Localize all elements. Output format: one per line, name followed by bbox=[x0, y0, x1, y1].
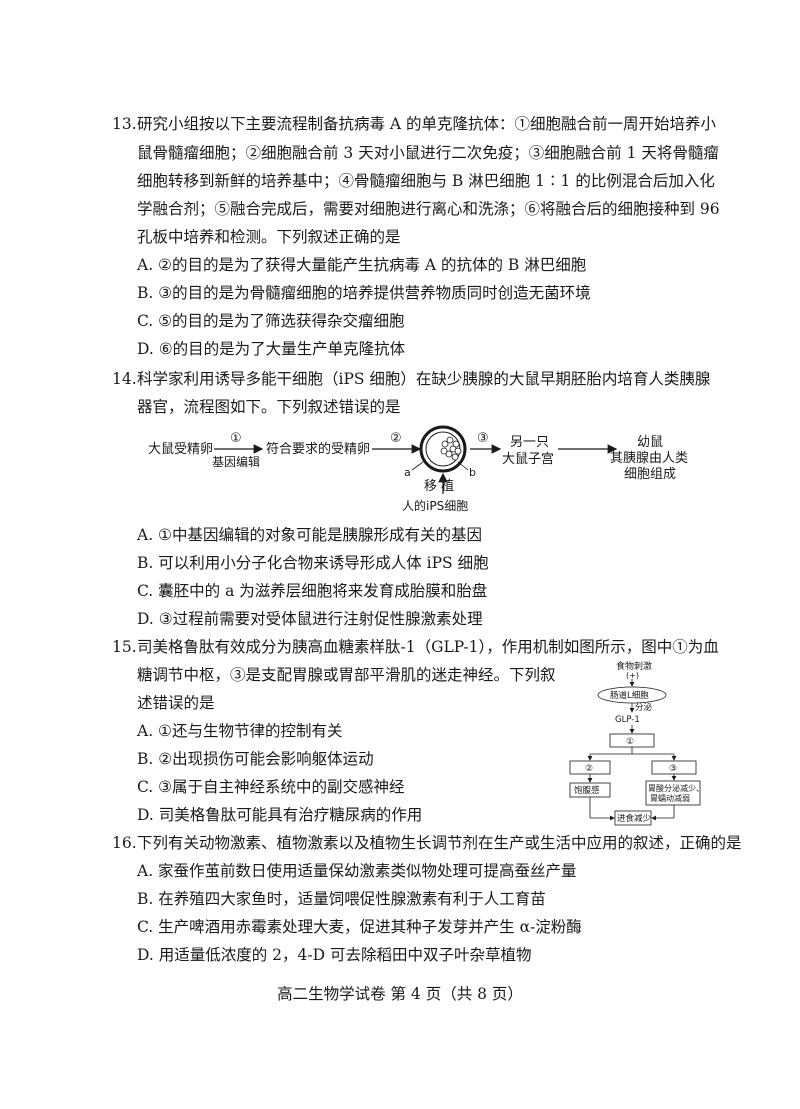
q15-stem-line-1: 15.司美格鲁肽有效成分为胰高血糖素样肽-1（GLP-1），作用机制如图所示，图… bbox=[112, 638, 719, 656]
q13-option-d: D. ⑥的目的是为了大量生产单克隆抗体 bbox=[137, 340, 406, 358]
page-footer: 高二生物学试卷 第 4 页（共 8 页） bbox=[277, 985, 523, 1003]
q14-label-b: b bbox=[469, 466, 476, 479]
q16-number: 16. bbox=[112, 834, 137, 852]
q14-option-b: B. 可以利用小分子化合物来诱导形成人体 iPS 细胞 bbox=[137, 554, 489, 572]
q15-box-intake bbox=[614, 810, 652, 826]
q15-full-label: 饱腹感 bbox=[574, 785, 600, 796]
q14-node-pup-line2: 其胰腺由人类 bbox=[610, 451, 688, 466]
q13-stem-line-1: 13.研究小组按以下主要流程制备抗病毒 A 的单克隆抗体：①细胞融合前一周开始培… bbox=[112, 115, 717, 133]
q15-option-a: A. ①还与生物节律的控制有关 bbox=[137, 722, 343, 740]
q14-step-2: ② bbox=[390, 431, 402, 446]
q13-stem-line-4: 学融合剂；⑤融合完成后，需要对细胞进行离心和洗涤；⑥将融合后的细胞接种到 96 bbox=[137, 200, 720, 218]
q16-option-c: C. 生产啤酒用赤霉素处理大麦，促进其种子发芽并产生 α-淀粉酶 bbox=[137, 918, 582, 936]
q14-node-rat-egg: 大鼠受精卵 bbox=[148, 442, 213, 457]
q14-flow-diagram: 大鼠受精卵 ① 基因编辑 符合要求的受精卵 ② a b 移 植 人的iPS细胞 … bbox=[148, 425, 688, 513]
q14-node-qualified-egg: 符合要求的受精卵 bbox=[266, 441, 370, 457]
q14-node-uterus-line1: 另一只 bbox=[510, 435, 549, 450]
q15-box-2-label: ② bbox=[585, 764, 593, 774]
q14-stem-line-2: 器官，流程图如下。下列叙述错误的是 bbox=[137, 398, 401, 416]
q14-option-c: C. 囊胚中的 a 为滋养层细胞将来发育成胎膜和胎盘 bbox=[137, 582, 488, 600]
q15-glp-label: GLP-1 bbox=[615, 715, 640, 725]
q14-stem-line-1: 14.科学家利用诱导多能干细胞（iPS 细胞）在缺少胰腺的大鼠早期胚胎内培育人类… bbox=[112, 370, 711, 388]
q15-gastric-line1: 胃酸分泌减少、 bbox=[648, 783, 704, 793]
q15-box-gastric bbox=[645, 780, 701, 806]
q15-number: 15. bbox=[112, 638, 137, 656]
q15-option-c: C. ③属于自主神经系统中的副交感神经 bbox=[137, 778, 405, 796]
q14-step-1: ① bbox=[230, 431, 242, 446]
q15-stem-line-3: 述错误的是 bbox=[137, 694, 215, 712]
q14-number: 14. bbox=[112, 370, 137, 388]
q13-stem-line-5: 孔板中培养和检测。下列叙述正确的是 bbox=[137, 228, 401, 246]
q15-option-d: D. 司美格鲁肽可能具有治疗糖尿病的作用 bbox=[137, 806, 423, 824]
q15-box-3-label: ③ bbox=[669, 764, 677, 774]
q14-node-uterus-line2: 大鼠子宫 bbox=[502, 452, 554, 467]
q14-ips-label: 人的iPS细胞 bbox=[402, 498, 468, 513]
blastocyst-icon bbox=[419, 425, 467, 473]
q14-label-a: a bbox=[404, 466, 411, 479]
q15-intake-label: 进食减少 bbox=[617, 813, 652, 824]
q15-mechanism-diagram: 食物刺激 (+) 肠道L细胞 分泌 GLP-1 ① ② ③ 饱腹感 胃酸分泌减少… bbox=[569, 660, 704, 826]
q14-transplant-label: 移 植 bbox=[424, 479, 454, 494]
q15-option-b: B. ②出现损伤可能会影响躯体运动 bbox=[137, 750, 374, 768]
q16-option-a: A. 家蚕作茧前数日使用适量保幼激素类似物处理可提高蚕丝产量 bbox=[137, 862, 577, 880]
q13-option-c: C. ⑤的目的是为了筛选获得杂交瘤细胞 bbox=[137, 312, 405, 330]
q13-option-a: A. ②的目的是为了获得大量能产生抗病毒 A 的抗体的 B 淋巴细胞 bbox=[137, 256, 587, 274]
q15-plus-label: (+) bbox=[626, 671, 639, 680]
q15-cell-label: 肠道L细胞 bbox=[610, 690, 649, 701]
q16-option-d: D. 用适量低浓度的 2，4-D 可去除稻田中双子叶杂草植物 bbox=[137, 946, 532, 964]
q16-option-b: B. 在养殖四大家鱼时，适量饲喂促性腺激素有利于人工育苗 bbox=[137, 890, 546, 908]
q14-node-pup-line3: 细胞组成 bbox=[624, 467, 676, 482]
q14-option-d: D. ③过程前需要对受体鼠进行注射促性腺激素处理 bbox=[137, 610, 483, 628]
q15-stem-line-2: 糖调节中枢，③是支配胃腺或胃部平滑肌的迷走神经。下列叙 bbox=[137, 666, 556, 684]
q15-secrete-label: 分泌 bbox=[635, 702, 653, 713]
q14-node-pup-line1: 幼鼠 bbox=[637, 435, 663, 450]
q13-stem-line-3: 细胞转移到新鲜的培养基中；④骨髓瘤细胞与 B 淋巴细胞 1∶1 的比例混合后加入… bbox=[137, 172, 715, 190]
q15-box-1-label: ① bbox=[626, 737, 634, 747]
q13-option-b: B. ③的目的是为骨髓瘤细胞的培养提供营养物质同时创造无菌环境 bbox=[137, 284, 591, 302]
q14-step-1-label: 基因编辑 bbox=[212, 454, 260, 469]
q15-stimulus-label: 食物刺激 bbox=[616, 660, 652, 672]
q13-number: 13. bbox=[112, 115, 137, 133]
q15-gastric-line2: 胃蠕动减弱 bbox=[650, 793, 690, 803]
q16-stem-line-1: 16.下列有关动物激素、植物激素以及植物生长调节剂在生产或生活中应用的叙述，正确… bbox=[112, 834, 742, 852]
q14-option-a: A. ①中基因编辑的对象可能是胰腺形成有关的基因 bbox=[137, 526, 482, 544]
q14-step-3: ③ bbox=[477, 431, 489, 446]
q13-stem-line-2: 鼠骨髓瘤细胞；②细胞融合前 3 天对小鼠进行二次免疫；③细胞融合前 1 天将骨髓… bbox=[137, 144, 719, 162]
